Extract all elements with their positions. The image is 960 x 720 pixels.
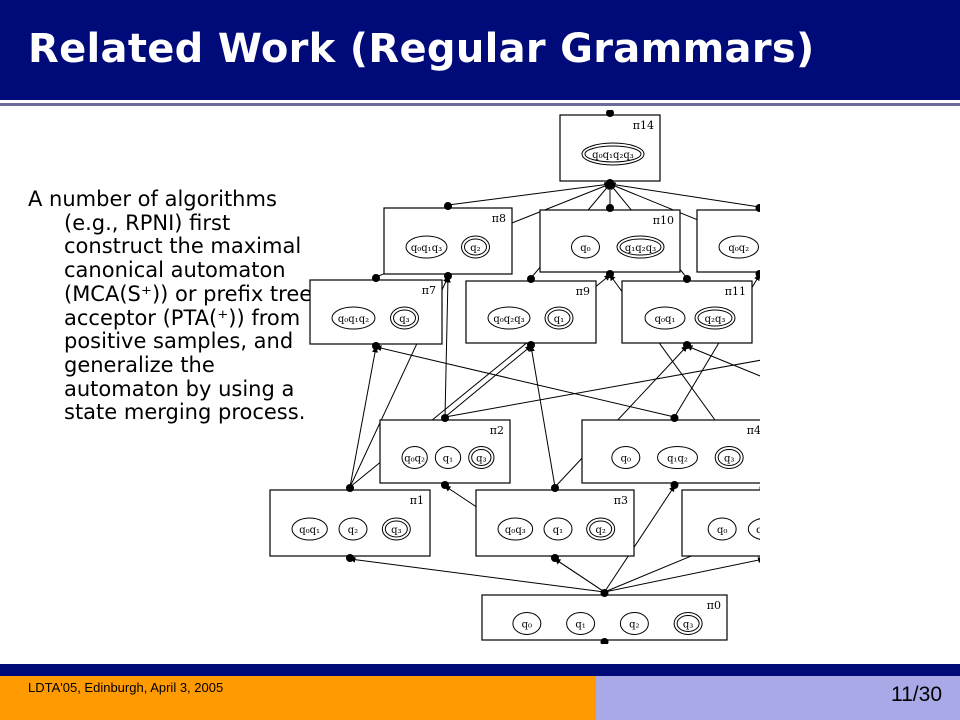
state-label: q₀q₃ — [505, 525, 526, 536]
state-label: q₃ — [391, 525, 401, 536]
state-label: q₀ — [522, 620, 532, 631]
state-label: q₁ — [443, 454, 453, 465]
automaton-label: π14 — [633, 119, 654, 132]
slide-title: Related Work (Regular Grammars) — [28, 26, 815, 72]
state-label: q₁q₂ — [667, 454, 688, 465]
state-label: q₀q₁q₂ — [338, 314, 369, 325]
automaton-label: π11 — [725, 285, 746, 298]
state-label: q₃ — [399, 314, 409, 325]
title-bar — [0, 0, 960, 103]
automaton-label: π8 — [492, 212, 506, 225]
state-label: q₀q₂ — [404, 454, 425, 465]
automaton-label: π3 — [614, 494, 628, 507]
automaton-label: π4 — [747, 424, 760, 437]
state-label: q₃ — [476, 454, 486, 465]
state-label: q₂ — [595, 525, 605, 536]
state-label: q₁ — [575, 620, 585, 631]
automaton-p0: π0 q₀ q₁ q₂ q₃ — [481, 589, 728, 644]
automaton-label: π9 — [576, 285, 590, 298]
automaton-p3: π3 q₀q₃ q₁ q₂ — [475, 484, 635, 562]
automaton-label: π10 — [653, 214, 674, 227]
state-label: q₃ — [724, 454, 734, 465]
automaton-p2: π2 q₀q₂ q₁ q₃ — [379, 414, 511, 489]
state-label: q₀q₁q₃ — [411, 243, 442, 254]
state-label: q₁ — [553, 525, 563, 536]
automaton-p9: π9 q₀q₂q₃ q₁ — [465, 275, 597, 349]
state-label: q₀q₂ — [728, 243, 749, 254]
state-label: q₂q₃ — [705, 314, 726, 325]
state-label: q₀q₁q₂q₃ — [592, 150, 634, 161]
automaton-p11: π11 q₀q₁ q₂q₃ — [621, 275, 753, 349]
footer-text: LDTA'05, Edinburgh, April 3, 2005 — [28, 680, 224, 695]
automaton-p5: π5q₀q₁q₃q₂ — [681, 486, 760, 560]
state-label: q₂ — [348, 525, 358, 536]
state-label: q₂ — [629, 620, 639, 631]
automaton-p1: π1 q₀q₁ q₂ q₃ — [269, 484, 431, 562]
state-label: q₁ — [554, 314, 564, 325]
footer-right-panel — [596, 676, 960, 720]
state-label: q₁q₃ — [756, 525, 760, 536]
state-label: q₀ — [621, 454, 631, 465]
footer-left-panel — [0, 676, 596, 720]
state-label: q₀ — [580, 243, 590, 254]
automaton-p7: π7 q₀q₁q₂ q₃ — [309, 274, 443, 350]
automaton-label: π0 — [707, 599, 721, 612]
automaton-label: π7 — [422, 284, 436, 297]
automaton-p4: π4 q₀ q₁q₂ q₃ — [581, 414, 760, 489]
automaton-label: π2 — [490, 424, 504, 437]
lattice-diagram: π14q₀q₁q₂q₃π8q₀q₁q₃q₂π10q₀q₁q₂q₃π12q₀q₂q… — [269, 110, 760, 644]
automaton-p12: π12q₀q₂q₁q₃ — [696, 204, 760, 278]
automaton-p14: π14 q₀q₁q₂q₃ — [559, 110, 661, 187]
state-label: q₀q₂q₃ — [493, 314, 524, 325]
page-number: 11/30 — [891, 683, 942, 706]
state-label: q₀q₁ — [655, 314, 676, 325]
state-label: q₃ — [683, 620, 693, 631]
state-label: q₀ — [717, 525, 727, 536]
body-text: A number of algorithms (e.g., RPNI) firs… — [28, 187, 313, 425]
state-label: q₀q₁ — [299, 525, 320, 536]
state-label: q₁q₂q₃ — [625, 243, 656, 254]
footer-band — [0, 664, 960, 676]
automaton-p10: π10 q₀ q₁q₂q₃ — [539, 204, 681, 278]
automaton-p8: π8 q₀q₁q₃ q₂ — [383, 202, 513, 280]
automaton-label: π1 — [410, 494, 424, 507]
state-label: q₂ — [470, 243, 480, 254]
